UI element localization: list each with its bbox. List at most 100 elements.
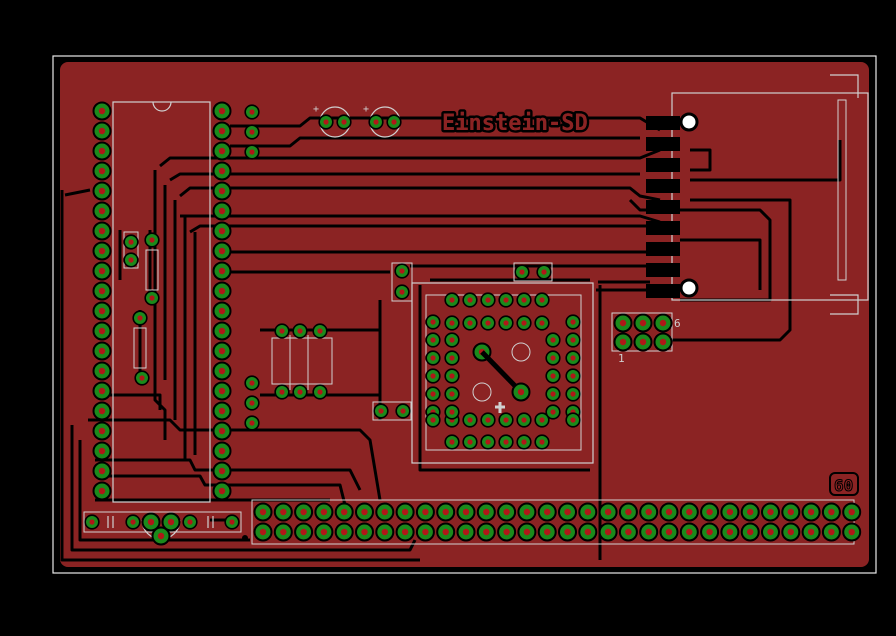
- dip-pin: [92, 301, 112, 321]
- resistor-pin: [274, 323, 290, 339]
- header-pin: [294, 502, 314, 522]
- header-pin: [395, 522, 415, 542]
- dip-pin: [92, 101, 112, 121]
- header-pin: [720, 522, 740, 542]
- plcc-pin: [444, 292, 460, 308]
- plcc-pin: [462, 292, 478, 308]
- dip-pin: [212, 101, 232, 121]
- dip-pin: [212, 241, 232, 261]
- header-pin: [415, 522, 435, 542]
- plcc-pin: [565, 332, 581, 348]
- dip-pin: [212, 441, 232, 461]
- header-pin: [415, 502, 435, 522]
- dip-pin: [212, 421, 232, 441]
- resistor-pin: [312, 323, 328, 339]
- header-pin: [355, 522, 374, 542]
- resistor-array: [271, 323, 333, 400]
- header-pin: [700, 522, 720, 542]
- header-pin: [476, 522, 496, 542]
- dip-pin: [92, 461, 112, 481]
- header-pin: [334, 522, 354, 542]
- dip-pin: [212, 221, 232, 241]
- dip-pin: [92, 141, 112, 161]
- header-pin: [253, 522, 273, 542]
- dip-pin: [92, 361, 112, 381]
- electrolytic-capacitor-1: +: [313, 104, 352, 138]
- dip-pin: [212, 141, 232, 161]
- dip-pin: [212, 201, 232, 221]
- plcc-socket: [411, 282, 594, 464]
- sd-contact-pad: [646, 158, 680, 172]
- header-pin: [497, 522, 517, 542]
- jumper-pin1-label: 1: [618, 352, 625, 365]
- board-title-fill: Einstein-SD: [442, 111, 588, 136]
- plcc-pin: [498, 412, 514, 428]
- header-pin: [639, 522, 659, 542]
- header-pin-count-label: 60: [834, 476, 853, 495]
- header-pin: [314, 522, 334, 542]
- edge-header-60pin: 60: [251, 472, 862, 545]
- cap2-plus-label: +: [363, 104, 369, 115]
- dip-pin: [212, 261, 232, 281]
- plcc-pin: [565, 412, 581, 428]
- plcc-pin: [425, 350, 441, 366]
- dip-pin: [212, 381, 232, 401]
- sd-contact-pad: [646, 242, 680, 256]
- header-pin: [456, 502, 476, 522]
- header-pin: [476, 502, 496, 522]
- header-pin: [314, 502, 334, 522]
- plcc-pin: [565, 350, 581, 366]
- header-pin: [244, 395, 260, 411]
- plcc-pin: [444, 368, 460, 384]
- dip-pin: [212, 281, 232, 301]
- dip-pin: [212, 401, 232, 421]
- plcc-pin: [425, 368, 441, 384]
- dip-pin: [92, 321, 112, 341]
- plcc-pin: [516, 434, 532, 450]
- header-pin: [842, 522, 862, 542]
- plcc-pin: [480, 412, 496, 428]
- header-pin: [273, 502, 293, 522]
- plcc-pin: [425, 332, 441, 348]
- header-pin: [740, 502, 760, 522]
- dip-socket-ic: [112, 101, 211, 503]
- sd-contact-pad: [646, 200, 680, 214]
- plcc-pin: [498, 292, 514, 308]
- plcc-pin: [444, 404, 460, 420]
- plcc-pin: [462, 412, 478, 428]
- header-pin: [537, 522, 557, 542]
- capacitor-top-small: [391, 262, 413, 302]
- plcc-pin: [516, 292, 532, 308]
- header-pin: [618, 522, 638, 542]
- cap1-plus-label: +: [313, 104, 319, 115]
- header-pin: [244, 124, 260, 140]
- sd-contact-pad: [646, 116, 680, 130]
- dip-pin: [212, 181, 232, 201]
- dip-pin: [92, 341, 112, 361]
- header-pin: [517, 522, 537, 542]
- plcc-pin: [462, 434, 478, 450]
- header-pin: [436, 522, 456, 542]
- header-pin: [842, 502, 862, 522]
- resistor-pin: [274, 384, 290, 400]
- header-pin: [375, 522, 395, 542]
- header-pin: [497, 502, 517, 522]
- sd-card-connector: [646, 74, 869, 315]
- dip-pin: [212, 161, 232, 181]
- header-pin: [537, 502, 557, 522]
- header-pin: [761, 502, 780, 522]
- jumper-2x3: 1 6: [611, 312, 681, 365]
- dip-pin: [92, 201, 112, 221]
- dip-pin: [92, 421, 112, 441]
- header-pin: [253, 502, 273, 522]
- plcc-pin: [565, 368, 581, 384]
- plcc-pin: [444, 350, 460, 366]
- header-pin: [294, 522, 314, 542]
- header-pin: [244, 375, 260, 391]
- header-pin: [558, 502, 577, 522]
- header-pin: [578, 502, 598, 522]
- dip-pin: [92, 241, 112, 261]
- dip-pin: [212, 481, 232, 501]
- sd-contact-pad: [646, 284, 680, 298]
